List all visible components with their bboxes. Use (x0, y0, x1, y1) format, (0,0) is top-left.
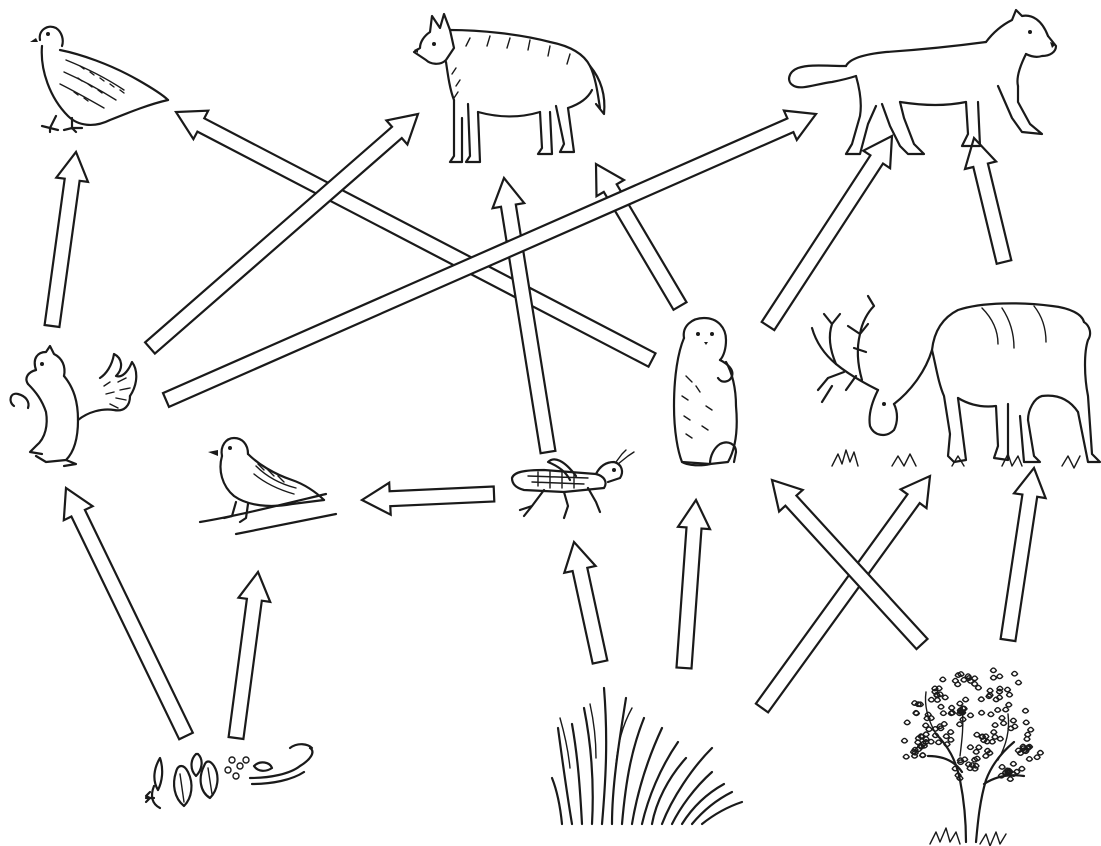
shrub-icon (902, 668, 1044, 846)
shrub-foliage (902, 668, 1044, 781)
arrow-seeds-insects-to-sparrow (229, 572, 271, 739)
arrow-squirrel-to-wolf (145, 114, 418, 354)
arrow-grass-to-elk (756, 476, 930, 712)
arrow-prairie-dog-to-hawk (176, 111, 656, 367)
arrow-grass-to-prairie-dog (677, 500, 711, 669)
prairie-dog-icon (674, 318, 737, 465)
arrow-prairie-dog-to-cougar (762, 136, 892, 330)
arrow-grass-to-grasshopper (564, 542, 607, 664)
grasshopper-icon (512, 450, 634, 518)
sparrow-icon (200, 438, 336, 534)
cougar-icon (789, 10, 1056, 154)
arrow-seeds-insects-to-squirrel (64, 488, 193, 739)
arrow-grasshopper-to-wolf (493, 178, 556, 453)
wolf-icon (414, 14, 604, 162)
seeds-and-insects-icon (146, 744, 312, 808)
arrow-elk-to-cougar (965, 138, 1011, 264)
arrow-squirrel-to-hawk (45, 152, 88, 327)
hawk-icon (30, 27, 168, 132)
grass-icon (552, 688, 742, 824)
arrow-shrub-to-elk (1001, 468, 1046, 641)
arrow-grasshopper-to-sparrow (362, 483, 494, 515)
elk-icon (812, 296, 1100, 468)
squirrel-icon (11, 346, 137, 466)
